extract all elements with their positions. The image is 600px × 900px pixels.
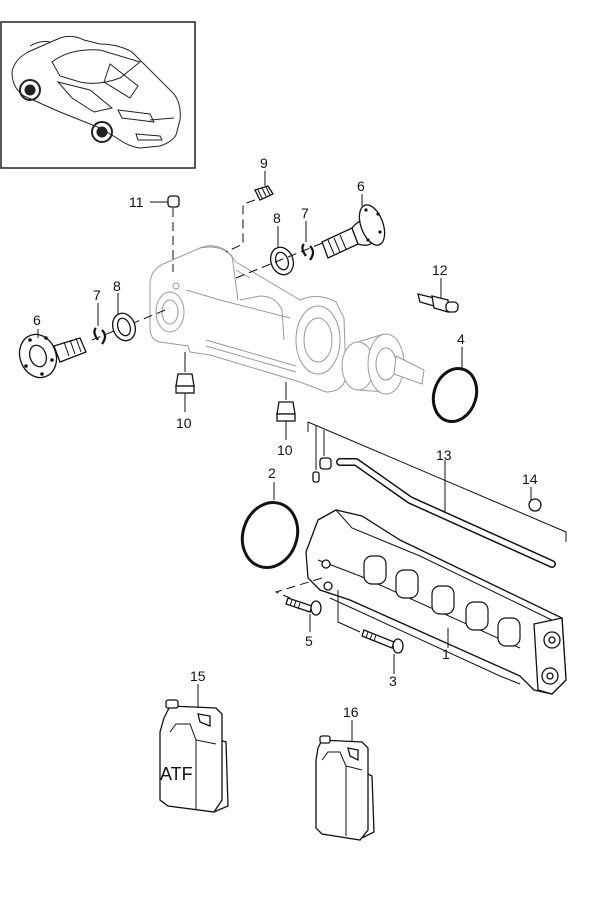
callout-7-left[interactable]: 7 — [93, 287, 101, 303]
callout-16[interactable]: 16 — [343, 704, 359, 720]
part-vent-pipe[interactable] — [336, 458, 556, 568]
part-bolt-3[interactable] — [361, 629, 404, 674]
callout-11[interactable]: 11 — [129, 194, 144, 210]
bolt-leader-3 — [337, 590, 361, 633]
thumbnail-frame — [0, 21, 196, 169]
group-bracket — [307, 421, 567, 542]
part-o-ring-4[interactable] — [427, 347, 484, 427]
drive-joint — [341, 333, 425, 395]
group-bracket-legs — [315, 426, 325, 470]
callout-labels: 1 2 3 4 5 6 6 7 7 8 8 9 10 10 11 12 13 1… — [33, 155, 538, 720]
axis-line-right — [235, 239, 331, 279]
callout-9[interactable]: 9 — [260, 155, 268, 171]
part-plug-screw-left[interactable] — [175, 352, 195, 412]
part-plug-screw-right[interactable] — [276, 382, 296, 440]
callout-3[interactable]: 3 — [389, 673, 397, 689]
part-transmission-carrier[interactable] — [305, 509, 567, 695]
part-small-cap[interactable] — [319, 457, 332, 470]
part-cap-14[interactable] — [528, 487, 542, 512]
callout-14[interactable]: 14 — [522, 471, 538, 487]
part-gear-oil-container[interactable] — [315, 720, 375, 841]
part-circlip-left[interactable] — [93, 303, 107, 345]
callout-4[interactable]: 4 — [457, 331, 465, 347]
part-flange-shaft-left[interactable] — [14, 329, 87, 383]
part-shaft-seal-left[interactable] — [109, 293, 139, 344]
part-o-ring-2[interactable] — [234, 482, 306, 575]
part-flange-shaft-right[interactable] — [321, 194, 390, 259]
callout-7-right[interactable]: 7 — [301, 205, 309, 221]
gearbox-housing — [149, 245, 347, 393]
part-circlip-right[interactable] — [301, 221, 315, 261]
callout-15[interactable]: 15 — [190, 668, 206, 684]
callout-1[interactable]: 1 — [442, 646, 450, 662]
callout-12[interactable]: 12 — [432, 262, 448, 278]
part-atf-container[interactable]: ATF — [159, 684, 229, 813]
callout-6-right[interactable]: 6 — [357, 178, 365, 194]
part-breather[interactable] — [225, 171, 274, 253]
callout-6-left[interactable]: 6 — [33, 312, 41, 328]
callout-13[interactable]: 13 — [436, 447, 452, 463]
callout-5[interactable]: 5 — [305, 633, 313, 649]
atf-label: ATF — [160, 764, 193, 784]
part-small-pin[interactable] — [312, 471, 320, 483]
callout-10-left[interactable]: 10 — [176, 415, 192, 431]
callout-10-right[interactable]: 10 — [277, 442, 293, 458]
part-shaft-seal-right[interactable] — [267, 226, 297, 278]
bolt-leader-5 — [274, 577, 323, 599]
callout-2[interactable]: 2 — [268, 465, 276, 481]
callout-8-right[interactable]: 8 — [273, 210, 281, 226]
part-switch-sensor[interactable] — [417, 278, 459, 313]
vehicle-thumbnail[interactable] — [0, 21, 196, 169]
part-bolt-5[interactable] — [285, 597, 322, 632]
callout-8-left[interactable]: 8 — [113, 278, 121, 294]
part-cap-11[interactable] — [150, 195, 180, 272]
car-icon — [11, 35, 181, 149]
